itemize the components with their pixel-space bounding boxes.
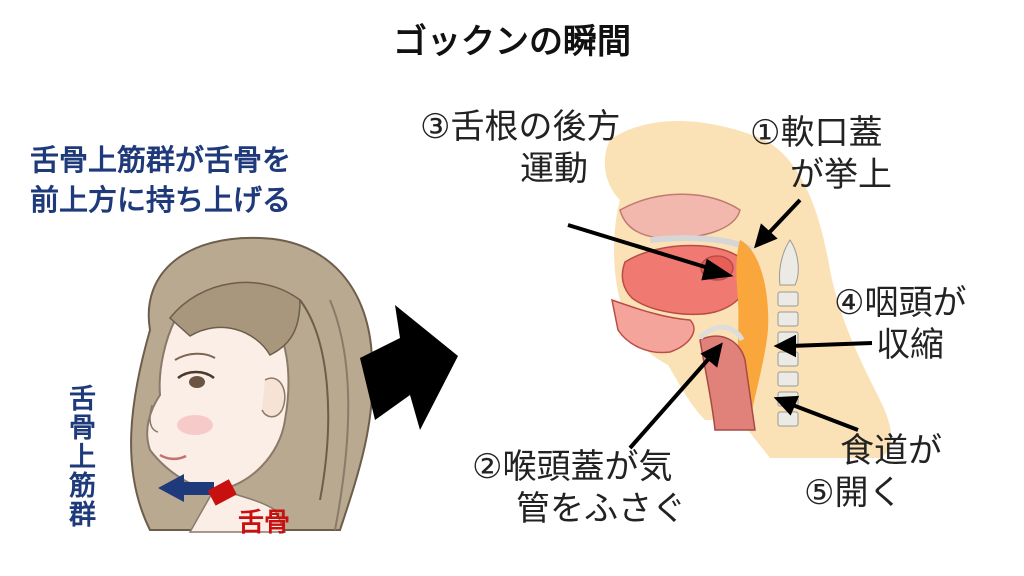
label-soft-palate-line-1: ①軟口蓋 bbox=[750, 113, 883, 153]
label-esophagus-line-1: 食道が bbox=[840, 431, 942, 471]
label-soft-palate: ①軟口蓋 が挙上 bbox=[750, 112, 892, 196]
hyoid-bone-marker bbox=[207, 479, 237, 506]
arrow-soft-palate bbox=[763, 198, 802, 239]
muscle-label: 舌骨上筋群 bbox=[64, 384, 95, 529]
arrow-esophagus-head bbox=[773, 395, 800, 416]
label-esophagus: 食道が ⑤開く bbox=[804, 430, 942, 514]
label-epiglottis: ②喉頭蓋が気 管をふさぐ bbox=[472, 446, 686, 530]
label-pharynx-line-1: ④咽頭が bbox=[834, 283, 967, 323]
label-pharynx: ④咽頭が 収縮 bbox=[834, 282, 966, 366]
transition-arrow bbox=[360, 305, 458, 430]
bone-label: 舌骨 bbox=[238, 508, 291, 538]
throat-cross-section bbox=[604, 120, 892, 458]
arrow-esophagus bbox=[789, 402, 859, 432]
caption-line-1: 舌骨上筋群が舌骨を bbox=[30, 143, 292, 177]
label-epiglottis-line-2: 管をふさぐ bbox=[516, 489, 686, 529]
label-pharynx-line-2: 収縮 bbox=[876, 325, 944, 365]
page-title: ゴックンの瞬間 bbox=[393, 22, 631, 62]
label-tongue-base-line-2: 運動 bbox=[520, 149, 588, 189]
arrow-tongue-base-head bbox=[701, 258, 734, 281]
arrow-pharynx bbox=[789, 341, 873, 348]
caption-line-2: 前上方に持ち上げる bbox=[30, 183, 292, 217]
label-epiglottis-line-1: ②喉頭蓋が気 bbox=[472, 447, 673, 487]
label-tongue-base-line-1: ③舌根の後方 bbox=[420, 107, 621, 147]
arrow-epiglottis bbox=[628, 353, 714, 450]
arrow-tongue-base bbox=[567, 223, 716, 272]
label-soft-palate-line-2: が挙上 bbox=[790, 155, 892, 195]
label-tongue-base: ③舌根の後方 運動 bbox=[420, 106, 620, 190]
arrow-soft-palate-head bbox=[753, 223, 778, 249]
arrow-epiglottis-head bbox=[700, 342, 723, 368]
arrow-pharynx-head bbox=[773, 334, 796, 358]
left-caption: 舌骨上筋群が舌骨を 前上方に持ち上げる bbox=[30, 140, 360, 220]
label-esophagus-line-2: ⑤開く bbox=[804, 473, 903, 513]
muscle-arrow bbox=[158, 474, 214, 502]
pointer-arrows bbox=[567, 198, 873, 450]
